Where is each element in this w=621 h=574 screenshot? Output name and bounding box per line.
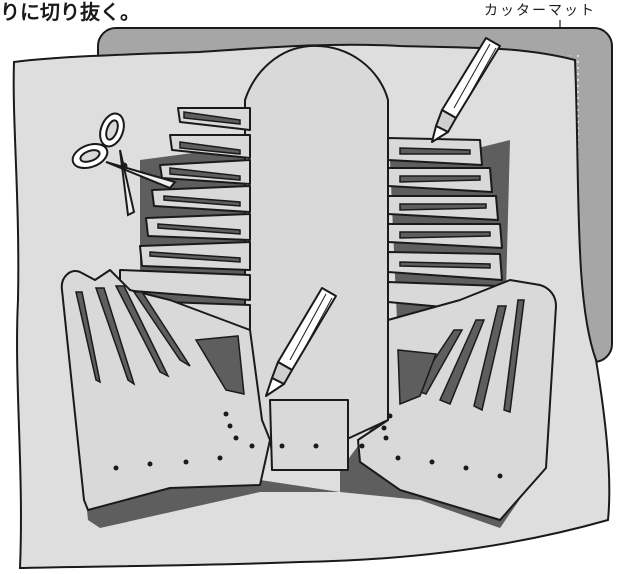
cutting-illustration <box>0 0 621 574</box>
